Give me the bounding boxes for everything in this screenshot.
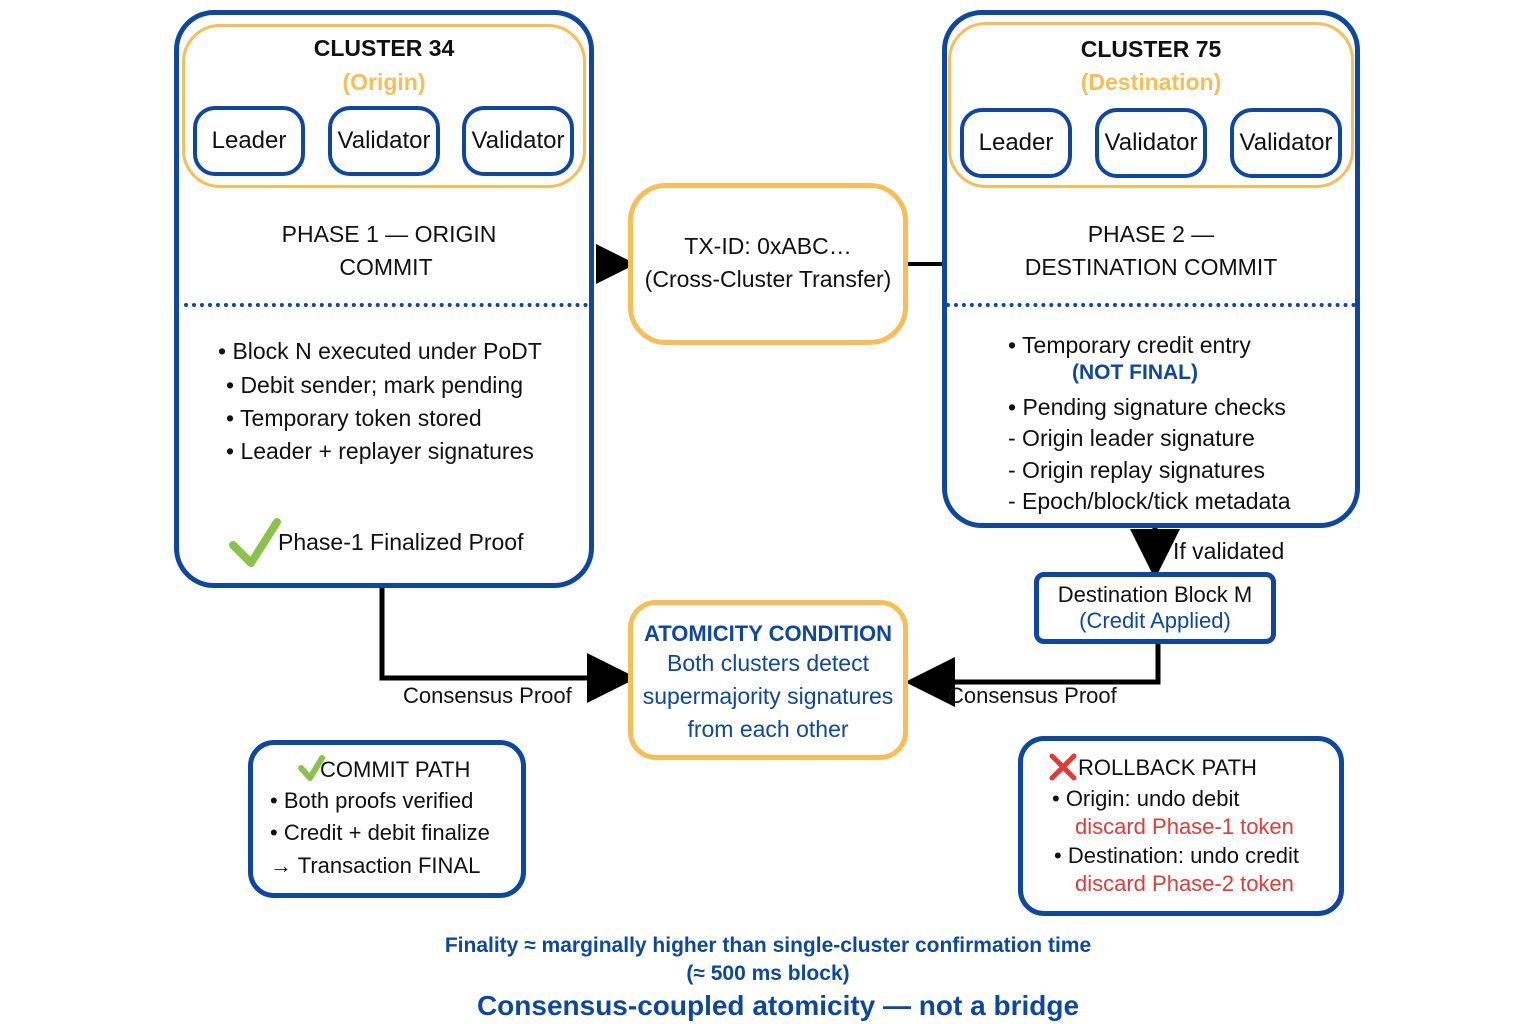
commit-path-box (248, 740, 526, 898)
atomicity-line-3: from each other (687, 716, 849, 742)
atomicity-line-1: Both clusters detect (667, 650, 869, 676)
commit-item-3: → Transaction FINAL (270, 853, 481, 878)
destination-cluster-role: (Destination) (1080, 69, 1222, 95)
origin-node-validator-2: Validator (462, 106, 574, 176)
destination-phase-line-2: DESTINATION COMMIT (1024, 254, 1278, 280)
destination-not-final: (NOT FINAL) (1072, 361, 1198, 384)
rollback-item-1: • Origin: undo debit (1052, 786, 1240, 811)
origin-item-3: • Temporary token stored (226, 405, 482, 431)
commit-path-title: COMMIT PATH (320, 757, 471, 782)
tx-id: TX-ID: 0xABC… (684, 233, 852, 259)
atomicity-title: ATOMICITY CONDITION (643, 621, 893, 646)
atomicity-line-2: supermajority signatures (642, 683, 894, 709)
destination-item-3: - Origin leader signature (1008, 425, 1255, 451)
destination-divider (946, 303, 1356, 307)
rollback-item-4: discard Phase-2 token (1075, 871, 1294, 896)
destination-item-2: • Pending signature checks (1008, 394, 1286, 420)
origin-cluster-title: CLUSTER 34 (313, 35, 455, 61)
destination-cluster-title: CLUSTER 75 (1080, 36, 1222, 62)
if-validated-label: If validated (1173, 538, 1285, 564)
destination-item-5: - Epoch/block/tick metadata (1008, 488, 1291, 514)
destination-node-validator-2: Validator (1230, 108, 1342, 178)
destination-node-leader: Leader (960, 108, 1072, 178)
footer-tagline: Consensus-coupled atomicity — not a brid… (476, 990, 1080, 1021)
arrow-block-to-atomicity (905, 644, 1161, 707)
origin-phase-line-2: COMMIT (339, 254, 433, 280)
origin-proof-label: Phase-1 Finalized Proof (278, 529, 524, 555)
origin-divider (184, 303, 588, 307)
destination-node-validator-1: Validator (1095, 108, 1207, 178)
rollback-item-2: discard Phase-1 token (1075, 814, 1294, 839)
consensus-proof-left: Consensus Proof (403, 683, 572, 708)
destination-block-subtitle: (Credit Applied) (1079, 608, 1231, 633)
origin-node-leader: Leader (193, 106, 305, 176)
commit-item-1: • Both proofs verified (270, 788, 474, 813)
footer-finality: Finality ≈ marginally higher than single… (444, 934, 1092, 957)
destination-phase-line-1: PHASE 2 — (1087, 221, 1215, 247)
destination-item-1: • Temporary credit entry (1008, 332, 1251, 358)
destination-block-title: Destination Block M (1057, 582, 1253, 607)
rollback-item-3: • Destination: undo credit (1054, 843, 1299, 868)
commit-item-2: • Credit + debit finalize (270, 820, 490, 845)
tx-description: (Cross-Cluster Transfer) (644, 266, 892, 292)
arrow-origin-to-atomicity (379, 588, 637, 703)
origin-item-1: • Block N executed under PoDT (218, 338, 542, 364)
footer-block-time: (≈ 500 ms block) (686, 962, 850, 985)
origin-node-validator-1: Validator (328, 106, 440, 176)
origin-item-2: • Debit sender; mark pending (226, 372, 523, 398)
origin-cluster-role: (Origin) (342, 69, 426, 95)
rollback-path-title: ROLLBACK PATH (1078, 755, 1257, 780)
destination-item-4: - Origin replay signatures (1008, 457, 1265, 483)
tx-box (628, 183, 908, 345)
destination-block-box (1034, 572, 1276, 644)
origin-phase-line-1: PHASE 1 — ORIGIN (281, 221, 497, 247)
consensus-proof-right: Consensus Proof (948, 683, 1117, 708)
origin-item-4: • Leader + replayer signatures (226, 438, 534, 464)
atomicity-box (628, 600, 908, 760)
